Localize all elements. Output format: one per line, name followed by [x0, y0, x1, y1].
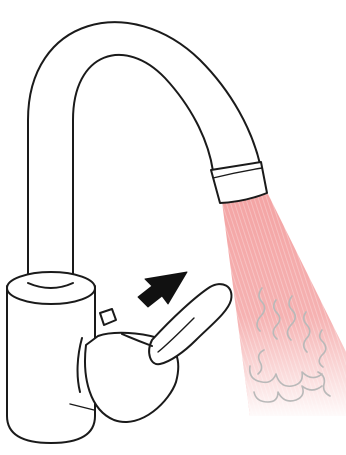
lever-handle [76, 283, 233, 423]
aerator [210, 161, 268, 204]
spout [27, 21, 261, 290]
direction-arrow [137, 271, 188, 308]
water-stream [222, 194, 346, 416]
steam [248, 287, 331, 403]
faucet-body [6, 271, 96, 444]
